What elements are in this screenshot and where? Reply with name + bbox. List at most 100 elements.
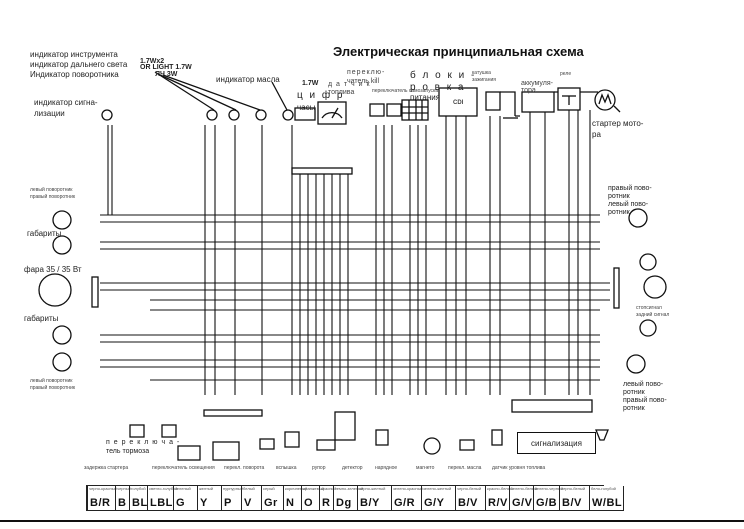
parking-lights-top-label: габариты	[27, 229, 62, 238]
horn-box	[284, 431, 300, 448]
bulb-icon	[626, 354, 646, 374]
component-label: нарядное	[375, 465, 398, 471]
right-front-label-3: левый пово-	[608, 201, 649, 208]
headlight-label: фара 35 / 35 Вт	[24, 265, 82, 274]
left-rear-label-4: ротник	[623, 405, 645, 412]
brake-switch-label-2: тель тормоза	[106, 448, 150, 455]
bulb-icon	[52, 235, 72, 255]
detector-connector	[334, 411, 356, 441]
power-lock-box	[401, 99, 429, 121]
bulb-icon	[639, 319, 657, 337]
leader-line	[162, 74, 261, 111]
power-lock-label-1: б л о к и -	[410, 70, 477, 81]
cdi-box	[438, 87, 478, 117]
bulb-icon	[52, 352, 72, 372]
neutral-switch-box	[375, 429, 389, 446]
signal-indicator-label-2: лизации	[34, 109, 65, 118]
bottom-rule	[0, 520, 744, 522]
bulb-icon	[628, 208, 648, 228]
bulb-spec-1: 1.7Wx2	[140, 58, 165, 65]
instrument-indicator-label: индикатор инструмента	[30, 50, 118, 59]
oil-indicator-label: индикатор масла	[216, 75, 280, 84]
main-connector	[291, 167, 353, 175]
alarm-connector	[511, 399, 593, 413]
kill-switch-label-1: переклю-	[347, 69, 386, 76]
headlight-icon	[38, 273, 72, 307]
bulb-icon	[282, 109, 294, 121]
starter-motor-icon	[594, 89, 616, 111]
kill-switch-box	[369, 103, 385, 117]
tail-light-icon	[643, 275, 667, 299]
selfstart-switch-box	[386, 103, 402, 117]
bulb-icon	[52, 325, 72, 345]
left-turn-label-2: правый поворотник	[30, 194, 76, 200]
fuel-gauge-box	[317, 101, 347, 125]
left-rear-label-2: ротник	[623, 389, 645, 396]
bulb-icon	[52, 210, 72, 230]
starter-delay-box	[129, 424, 145, 438]
battery-label-1: аккумуля-	[521, 80, 553, 87]
ignition-coil-box	[485, 91, 501, 111]
cdi-label: CDI	[453, 100, 464, 106]
component-label: детектор	[342, 465, 363, 471]
fuel-sensor-label-1: д а т ч и к	[328, 81, 371, 88]
headlight-connector	[91, 276, 99, 308]
bulb-spec-3: ЯЧ 3W	[155, 71, 178, 78]
stop-signal-label-1: стопсигнал	[636, 305, 662, 311]
left-turn-label-4: правый поворотник	[30, 385, 76, 391]
selfstart-switch-label: переключатель самозапуска	[372, 88, 439, 94]
battery-label-2: тора	[521, 87, 536, 94]
rear-connector	[613, 267, 620, 309]
clock-box	[294, 107, 316, 121]
fuel-sensor-label-2: топлива	[328, 89, 355, 96]
flasher-box	[259, 438, 275, 450]
starter-label-1: стартер мото-	[592, 119, 644, 128]
alarm-box: сигнализация	[517, 432, 596, 454]
right-front-label-1: правый пово-	[608, 185, 652, 192]
right-front-label-4: ротник	[608, 209, 630, 216]
left-turn-label-1: левый поворотник	[30, 187, 73, 193]
leader-line	[157, 73, 237, 111]
component-label: перекл. масла	[448, 465, 482, 471]
bulb-icon	[255, 109, 267, 121]
power-lock-label-2: р о в к а	[410, 82, 466, 93]
bulb-icon	[101, 109, 113, 121]
alarm-label: сигнализация	[531, 438, 582, 448]
left-rear-label-1: левый пово-	[623, 381, 664, 388]
gauge-arc	[321, 112, 343, 119]
component-label: переключатель освещения	[152, 465, 215, 471]
power-label: 1.7W	[302, 80, 319, 87]
magneto-icon	[423, 437, 441, 455]
fuel-level-box	[491, 429, 503, 446]
left-rear-label-3: правый пово-	[623, 397, 667, 404]
component-label: магнето	[416, 465, 435, 471]
kill-switch-label-2: чатель kill	[347, 78, 380, 85]
leader-line	[154, 71, 215, 111]
bulb-icon	[639, 253, 657, 271]
component-label: вспышка	[276, 465, 297, 471]
brake-switch-label-1: п е р е к л ю ч а -	[106, 439, 181, 446]
digital-clock-label-2: часы	[297, 103, 316, 112]
turn-indicator-label: Индикатор поворотника	[30, 70, 119, 79]
bulb-icon	[206, 109, 218, 121]
leader-line	[271, 81, 288, 111]
battery-box	[521, 91, 555, 113]
stop-signal-label-2: задний сигнал	[636, 312, 670, 318]
